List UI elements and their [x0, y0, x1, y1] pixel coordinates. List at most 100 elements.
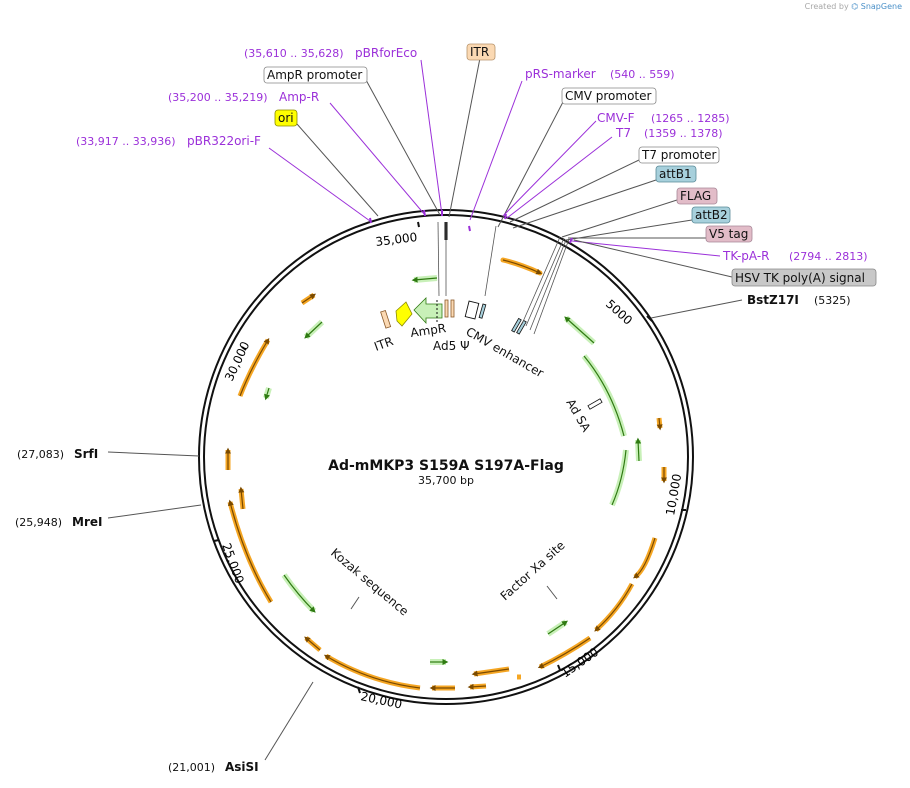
leader-amprprom	[365, 79, 441, 216]
attb1-label: attB1	[659, 167, 692, 181]
inner-adsa-label: Ad SA	[563, 397, 593, 435]
leader-asisi	[264, 681, 314, 761]
pbrforeco-coord: (35,610 .. 35,628)	[244, 47, 344, 60]
leader-cluster-7	[437, 221, 440, 297]
green-arrow	[609, 449, 629, 507]
ori-box	[274, 109, 298, 127]
srfi-coord: (27,083)	[17, 448, 64, 461]
orf-arrow	[633, 537, 656, 579]
leader-bstz17i	[650, 299, 743, 319]
pbr322-label: pBR322ori-F	[187, 134, 261, 148]
orf-arrow	[227, 499, 272, 603]
srfi-name: SrfI	[74, 447, 98, 461]
tick-mark-20000	[357, 686, 361, 694]
orf-arrow	[594, 583, 633, 632]
v5-box	[705, 225, 753, 243]
leader-cluster-3	[529, 239, 567, 331]
cmvprom-label: CMV promoter	[565, 89, 652, 103]
orf-arrow	[537, 637, 591, 669]
inner-ad5-label: Ad5 Ψ	[433, 339, 470, 353]
leader-ori	[296, 123, 379, 217]
green-arrow	[611, 449, 627, 506]
green-arrow	[635, 437, 642, 462]
green-arrow	[583, 355, 625, 437]
attb2-box	[691, 206, 731, 224]
primer-tick	[423, 209, 426, 217]
leader-kozak	[350, 596, 360, 610]
leader-cluster-5	[484, 225, 497, 297]
attb-block-2	[516, 319, 527, 335]
inner-factorxa-label: Factor Xa site	[498, 538, 568, 603]
ampr-primer-label: Amp-R	[279, 90, 319, 104]
inner-itr-label: ITR	[372, 334, 395, 354]
green-arrow	[547, 620, 568, 635]
mrei-coord: (25,948)	[15, 516, 62, 529]
orf-features	[225, 257, 667, 691]
primer-tick	[369, 217, 372, 224]
inner-ampr-label: AmpR	[409, 321, 446, 340]
amprprom-box	[263, 66, 368, 84]
prs-label: pRS-marker	[525, 67, 596, 81]
leader-attb2	[565, 219, 693, 241]
orf-arrow	[239, 337, 270, 397]
pbrforeco-label: pBRforEco	[355, 46, 417, 60]
leader-ampr-primer	[329, 102, 426, 216]
itr-top-box	[466, 43, 496, 61]
cmvf-coord: (1265 .. 1285)	[651, 112, 730, 125]
orf-arrow	[304, 636, 321, 651]
ad5-block-2	[450, 299, 455, 318]
green-features	[263, 275, 642, 665]
primer-tick	[468, 225, 471, 232]
tick-mark-5000	[646, 315, 653, 322]
leader-tkpa	[571, 240, 721, 257]
tick-label-35000: 35,000	[375, 230, 418, 249]
orf-arrow	[323, 654, 421, 689]
tick-label-15000: 15,000	[559, 645, 601, 681]
tkpa-label: TK-pA-R	[722, 249, 770, 263]
primer-tick	[569, 237, 573, 244]
amprprom-label: AmpR promoter	[267, 68, 362, 82]
t7-label: T7	[615, 126, 631, 140]
inner-kozak-label: Kozak sequence	[328, 546, 411, 619]
hsv-label: HSV TK poly(A) signal	[735, 271, 865, 285]
attb1-box	[655, 165, 697, 183]
t7-coord: (1359 .. 1378)	[644, 127, 723, 140]
orf-arrow	[324, 653, 421, 691]
leader-mrei	[107, 504, 202, 519]
leader-pbrforeco	[420, 59, 443, 216]
tick-mark-35000	[417, 221, 420, 228]
asisi-coord: (21,001)	[168, 761, 215, 774]
feature-labels: (35,610 .. 35,628) pBRforEco ITR AmpR pr…	[76, 43, 877, 287]
orf-arrow	[633, 537, 658, 580]
tick-label-20000: 20,000	[359, 689, 403, 711]
orf-arrow	[656, 417, 663, 431]
bstz17i-name: BstZ17I	[747, 293, 799, 307]
ori-block	[395, 301, 413, 327]
cmv-enhancer-block	[464, 300, 480, 320]
leader-cluster-4	[533, 238, 570, 335]
itr-top-label: ITR	[470, 45, 489, 59]
ampr-primer-coord: (35,200 .. 35,219)	[168, 91, 268, 104]
inner-cmv-enh-label: CMV enhancer	[464, 324, 547, 380]
leader-cmvf	[502, 120, 597, 217]
leader-flag	[561, 199, 678, 238]
leader-factorxa	[546, 585, 558, 600]
snapgene-brand: ⌬ SnapGene	[851, 2, 902, 11]
tick-mark-30000	[241, 346, 247, 351]
adsa-block	[587, 398, 603, 410]
snapgene-credit: Created by ⌬ SnapGene	[805, 2, 902, 11]
primer-tick	[504, 213, 507, 220]
t7prom-box	[638, 146, 720, 164]
green-arrow	[304, 321, 323, 339]
flag-label: FLAG	[680, 189, 711, 203]
cmvf-label: CMV-F	[597, 111, 635, 125]
leader-cluster-2	[525, 237, 565, 327]
tick-mark-15000	[557, 664, 561, 671]
itr-block	[380, 309, 392, 329]
orf-arrow	[467, 683, 487, 690]
leader-lines	[107, 57, 743, 761]
leader-itr-top	[448, 57, 481, 218]
brand-name: SnapGene	[860, 2, 902, 11]
leader-hsv	[573, 239, 733, 278]
